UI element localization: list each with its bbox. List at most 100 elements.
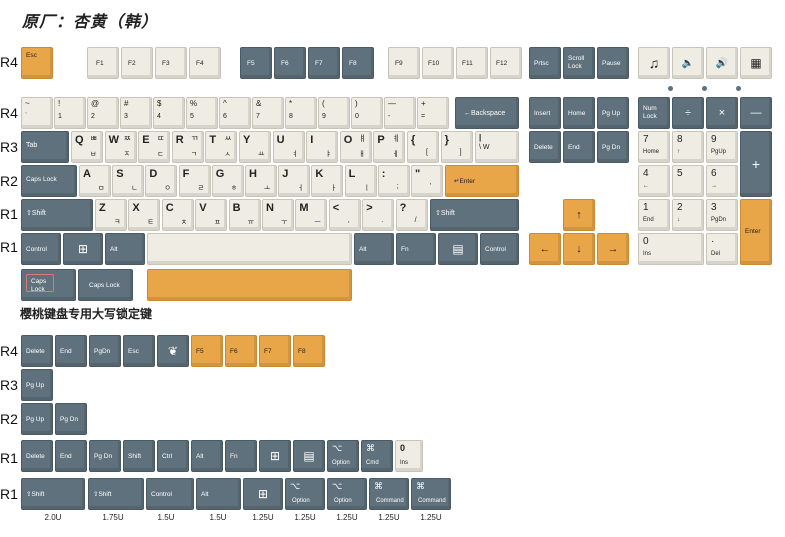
extra-r4-key[interactable]: F8 (293, 335, 325, 367)
extra-r4-key[interactable]: Delete (21, 335, 53, 367)
extra-caps-lock[interactable]: Caps Lock (78, 269, 133, 301)
key-numpad-plus[interactable]: + (740, 131, 772, 197)
extra-r1b-mod[interactable]: ⌘Command (411, 478, 451, 510)
key-numpad-k4[interactable]: 4← (638, 165, 670, 197)
extra-r2-key[interactable]: Pg Up (21, 403, 53, 435)
key-page-up[interactable]: Pg Up (597, 97, 629, 129)
key-end[interactable]: End (563, 131, 595, 163)
key-media-music[interactable]: ♫ (638, 47, 670, 79)
key-right-control[interactable]: Control (480, 233, 519, 265)
key-letter[interactable]: >. (362, 199, 395, 231)
extra-r1b-mod[interactable]: ⌥Option (327, 478, 367, 510)
key-left-alt[interactable]: Alt (105, 233, 145, 265)
key-page-down[interactable]: Pg Dn (597, 131, 629, 163)
extra-r1b-key[interactable]: Alt (196, 478, 241, 510)
key-f2[interactable]: F2 (121, 47, 153, 79)
extra-r1b-key[interactable]: Control (146, 478, 194, 510)
extra-r4-key[interactable]: PgDn (89, 335, 121, 367)
extra-option-key[interactable]: ⌥Option (327, 440, 359, 472)
key-f7[interactable]: F7 (308, 47, 340, 79)
key-right-alt[interactable]: Alt (354, 233, 394, 265)
extra-r1-key[interactable]: Shift (123, 440, 155, 472)
key-num-row[interactable]: $4 (153, 97, 185, 129)
key-insert[interactable]: Insert (529, 97, 561, 129)
key-numpad-enter[interactable]: Enter (740, 199, 772, 265)
key-num-row[interactable]: ^6 (219, 97, 251, 129)
key-numpad-k5[interactable]: 5 (672, 165, 704, 197)
key-volume-up[interactable]: 🔊 (706, 47, 738, 79)
extra-r2-key[interactable]: Pg Dn (55, 403, 87, 435)
extra-r1b-key[interactable]: ⇧Shift (21, 478, 85, 510)
key-prtsc[interactable]: Prtsc (529, 47, 561, 79)
extra-r1-key[interactable]: ▤ (293, 440, 325, 472)
key-f5[interactable]: F5 (240, 47, 272, 79)
key-f12[interactable]: F12 (490, 47, 522, 79)
key-num-row[interactable]: += (417, 97, 449, 129)
extra-r1-key[interactable]: ⊞ (259, 440, 291, 472)
key-tab[interactable]: Tab (21, 131, 69, 163)
extra-r1b-key[interactable]: ⇧Shift (88, 478, 144, 510)
key-f3[interactable]: F3 (155, 47, 187, 79)
key-f11[interactable]: F11 (456, 47, 488, 79)
key-num-row[interactable]: &7 (252, 97, 284, 129)
key-fn[interactable]: Fn (396, 233, 436, 265)
key-f4[interactable]: F4 (189, 47, 221, 79)
extra-r1-key[interactable]: Alt (191, 440, 223, 472)
key-letter[interactable]: :; (377, 165, 410, 197)
key-numpad-k6[interactable]: 6→ (706, 165, 738, 197)
extra-r1-key[interactable]: Ctrl (157, 440, 189, 472)
key-f9[interactable]: F9 (388, 47, 420, 79)
extra-r4-key[interactable]: F6 (225, 335, 257, 367)
key-esc[interactable]: Esc (21, 47, 53, 79)
key-arrow-up[interactable]: ↑ (563, 199, 595, 231)
key-space[interactable] (147, 233, 352, 265)
key-num-row[interactable]: *8 (285, 97, 317, 129)
extra-r1-key[interactable]: Fn (225, 440, 257, 472)
key-arrow-right[interactable]: → (597, 233, 629, 265)
key-f8[interactable]: F8 (342, 47, 374, 79)
extra-caps-lock-led[interactable]: Caps Lock (21, 269, 76, 301)
key-left-win[interactable]: ⊞ (63, 233, 103, 265)
key-caps-lock[interactable]: Caps Lock (21, 165, 77, 197)
key-left-shift[interactable]: ⇧Shift (21, 199, 93, 231)
key-num-row[interactable]: %5 (186, 97, 218, 129)
key-right-shift[interactable]: ⇧Shift (430, 199, 519, 231)
key-num-row[interactable]: )0 (351, 97, 383, 129)
key-f1[interactable]: F1 (87, 47, 119, 79)
key-letter[interactable]: }] (440, 131, 473, 163)
key-num-row[interactable]: #3 (120, 97, 152, 129)
key-left-control[interactable]: Control (21, 233, 61, 265)
key-scroll-lock[interactable]: Scroll Lock (563, 47, 595, 79)
extra-r1-key[interactable]: Delete (21, 440, 53, 472)
key-letter[interactable]: ?/ (395, 199, 428, 231)
key-numpad-dot[interactable]: ·Del (706, 233, 738, 265)
key-volume-down[interactable]: 🔈 (672, 47, 704, 79)
extra-r4-key[interactable]: F5 (191, 335, 223, 367)
extra-r1-key[interactable]: Pg Dn (89, 440, 121, 472)
key-numpad-multiply[interactable]: × (706, 97, 738, 129)
